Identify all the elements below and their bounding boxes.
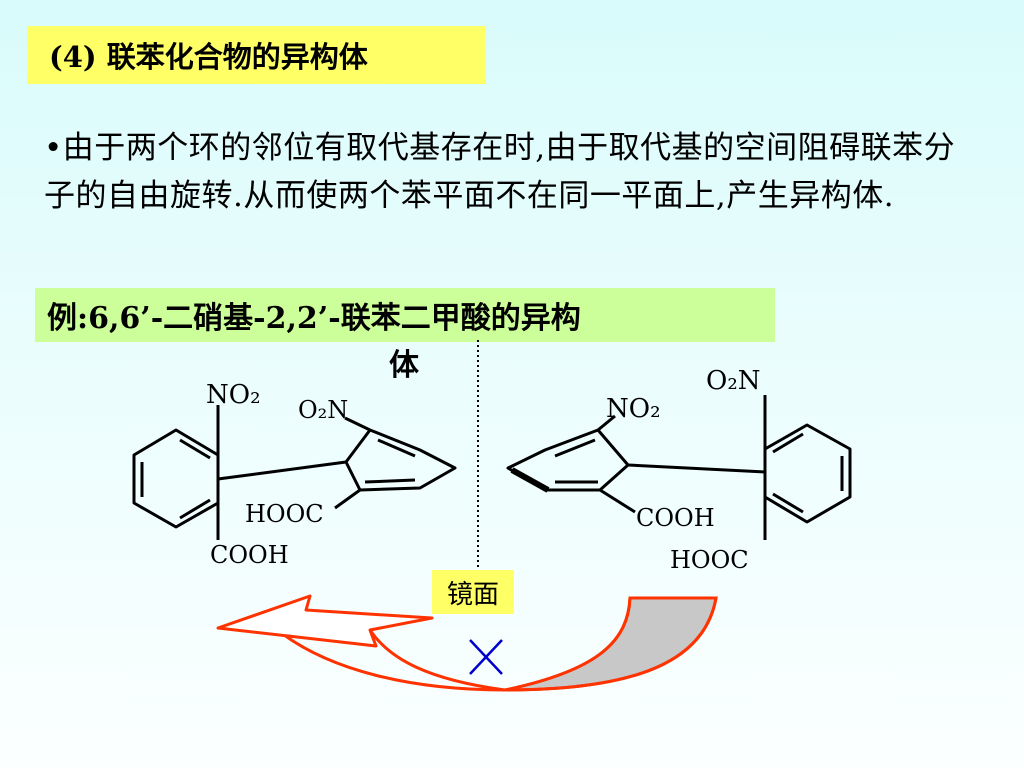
left-cooh-label: COOH: [210, 541, 289, 569]
section-title: (4) 联苯化合物的异构体: [27, 26, 486, 84]
rotation-arrow-inner: [368, 597, 632, 692]
arrow-head: [216, 594, 434, 648]
left-hooc-label: HOOC: [245, 500, 324, 528]
example-title: 例:6,6’-二硝基-2,2’-联苯二甲酸的异构: [35, 288, 775, 342]
right-ring-b: [763, 423, 852, 524]
right-cooh-label: COOH: [636, 504, 715, 532]
cross-icon: [469, 639, 503, 675]
left-molecule: [132, 405, 457, 540]
right-no2-label: NO₂: [606, 394, 661, 424]
left-ring-a: [132, 428, 220, 529]
mirror-label: 镜面: [432, 570, 514, 614]
example-title-wrap: 体: [389, 348, 419, 383]
left-no2-label: NO₂: [206, 380, 261, 410]
bullet-paragraph: •由于两个环的邻位有取代基存在时,由于取代基的空间阻碍联苯分子的自由旋转.从而使…: [44, 130, 956, 214]
left-o2n-label: O₂N: [298, 396, 348, 424]
right-o2n-label: O₂N: [706, 366, 761, 396]
right-hooc-label: HOOC: [670, 546, 749, 574]
right-molecule: [506, 395, 852, 540]
